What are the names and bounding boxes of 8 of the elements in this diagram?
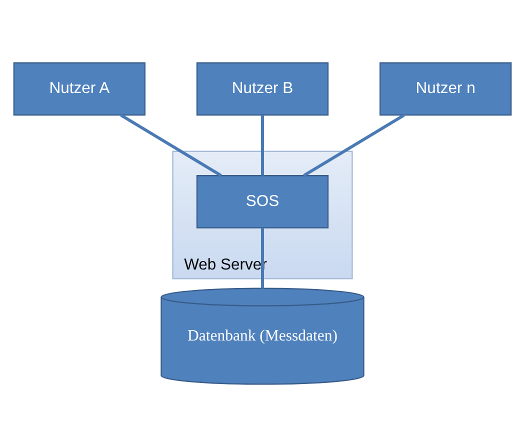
connector [302, 114, 404, 177]
node-box: Nutzer B [196, 62, 328, 116]
node-box: Nutzer A [12, 62, 145, 116]
node-box: SOS [196, 175, 328, 228]
connector [260, 228, 264, 288]
node-box: Nutzer n [379, 62, 512, 116]
connector [120, 114, 222, 177]
connector [260, 115, 264, 176]
